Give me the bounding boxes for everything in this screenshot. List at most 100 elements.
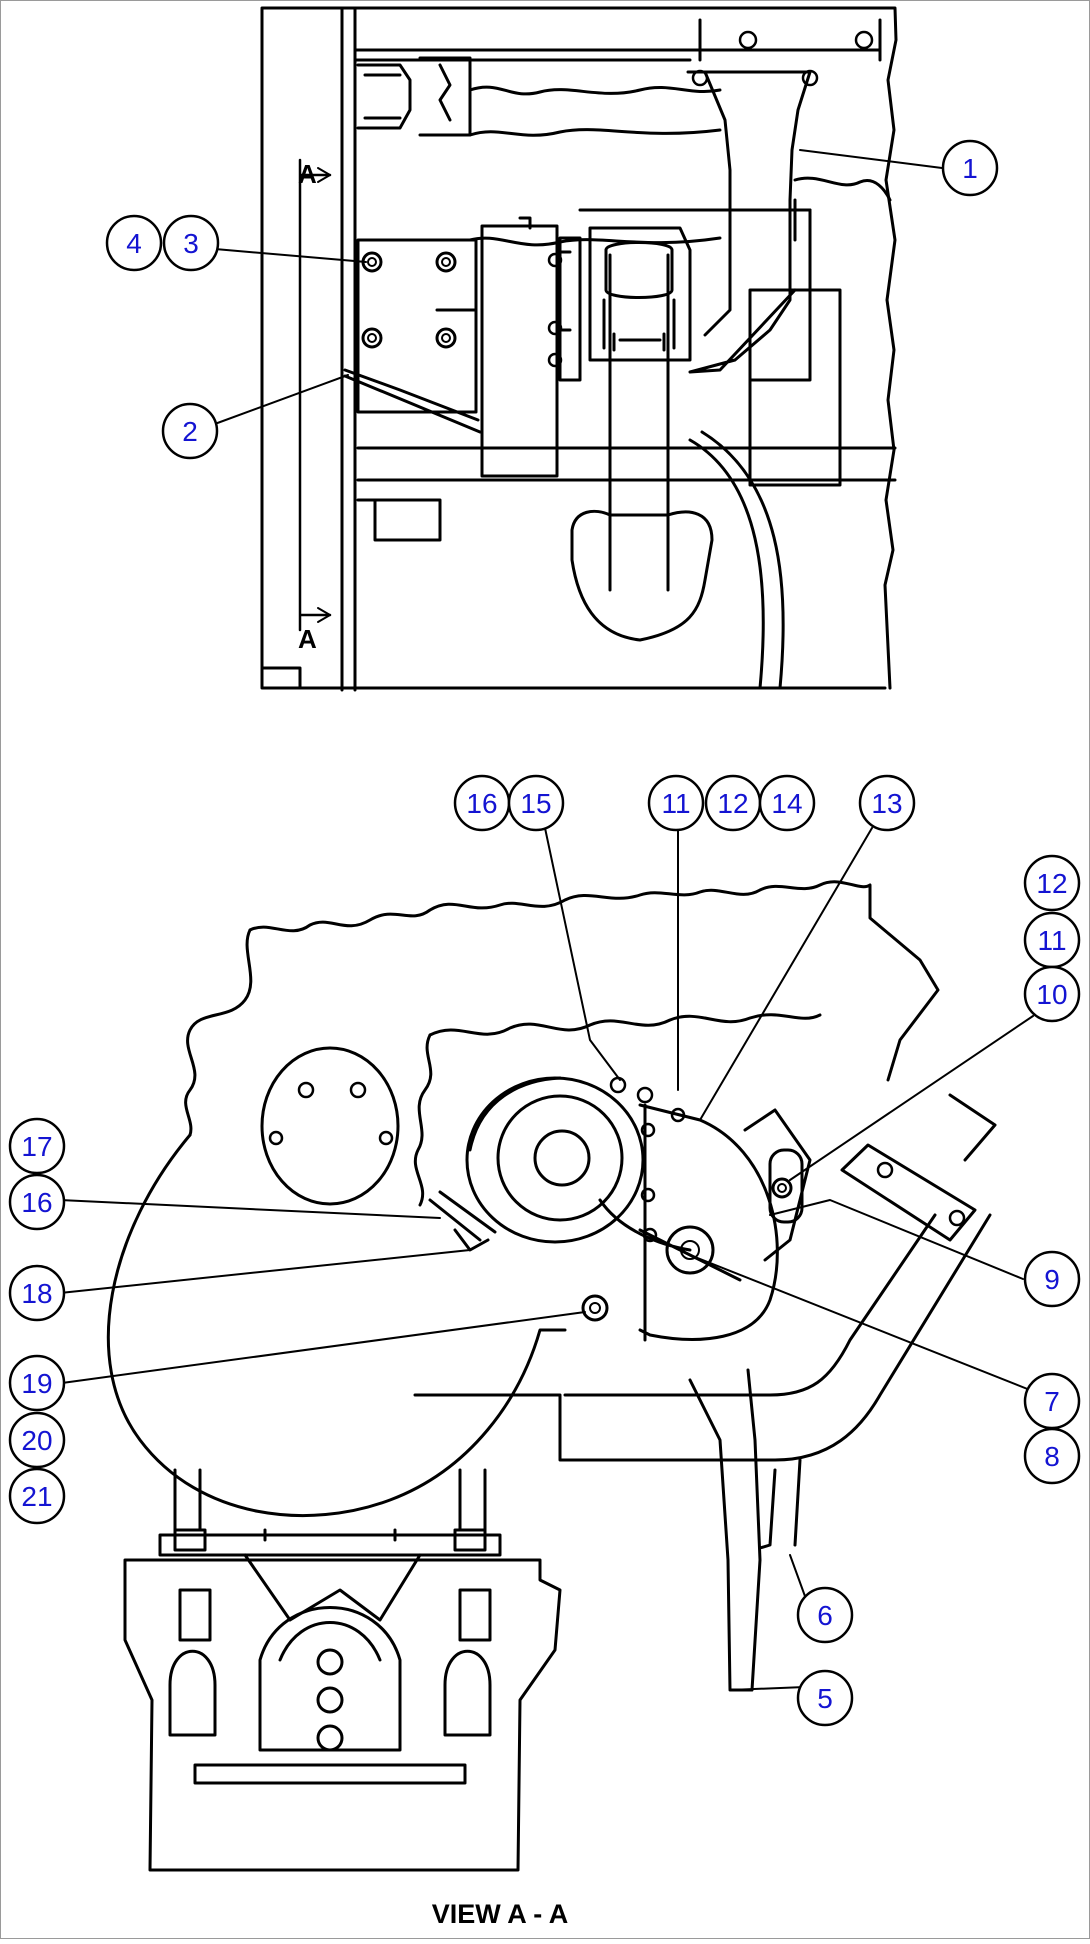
callout-5: 5 [796,1669,854,1727]
callout-7: 7 [1023,1372,1081,1430]
callout-21: 21 [8,1467,66,1525]
callout-number: 14 [771,788,802,819]
callout-1: 1 [941,139,999,197]
callout-number: 3 [183,228,199,259]
leader-2 [211,374,349,426]
right-pipe [563,1213,992,1462]
leader-1 [799,149,943,169]
callout-11: 11 [647,774,705,832]
vertical-tube [604,241,674,592]
callout-circle [1023,1250,1081,1308]
callout-number: 21 [21,1481,52,1512]
wavy-break-upper [468,85,722,247]
tank [106,1133,567,1518]
callout-circle [8,1354,66,1412]
callout-20: 20 [8,1411,66,1469]
hanging-pipe-6 [758,1458,802,1550]
callout-18: 18 [8,1264,66,1322]
callout-number: 6 [817,1600,833,1631]
callout-circle [507,774,565,832]
callout-6: 6 [796,1586,854,1644]
callout-number: 15 [520,788,551,819]
callout-circle [1023,1427,1081,1485]
callout-number: 16 [21,1187,52,1218]
callout-12: 12 [704,774,762,832]
leader-5 [729,1686,806,1691]
callout-number: 8 [1044,1441,1060,1472]
callout-number: 19 [21,1368,52,1399]
callout-number: 1 [962,153,978,184]
view-caption: VIEW A - A [431,1899,569,1929]
callout-circle [161,402,219,460]
alternator-pulley [496,1094,624,1222]
callout-9: 9 [1023,1250,1081,1308]
callout-circle [8,1264,66,1322]
callout-11: 11 [1023,911,1081,969]
callout-19: 19 [8,1354,66,1412]
callout-circle [941,139,999,197]
leader-9 [769,1199,1024,1280]
callout-16: 16 [453,774,511,832]
callout-circle [1023,965,1081,1023]
torn-inner [413,1013,822,1207]
curved-hose [688,430,785,690]
callout-number: 17 [21,1131,52,1162]
callout-circle [8,1411,66,1469]
center-box [480,224,559,478]
callout-4: 4 [105,214,163,272]
leader-16b [59,1199,441,1219]
callout-12: 12 [1023,854,1081,912]
callout-circle [796,1586,854,1644]
cylinder-frame [558,208,812,382]
pipe-clamp [840,1093,997,1242]
torn-region [184,880,940,1137]
housing-outline [260,6,898,690]
leader-19 [61,1311,586,1384]
adjuster-stud [428,1190,497,1252]
wavy-break-right [793,176,892,242]
callout-circle [1023,854,1081,912]
callout-number: 13 [871,788,902,819]
bracket-line [343,368,480,422]
inspection-cover [260,1046,400,1206]
lower-pulley [665,1225,715,1275]
callout-number: 16 [466,788,497,819]
callout-circle [796,1669,854,1727]
callout-number: 12 [1036,868,1067,899]
callout-number: 4 [126,228,142,259]
adjuster-bracket [743,1108,812,1262]
top-bar [353,18,882,62]
leader-18 [59,1249,471,1294]
callout-number: 12 [717,788,748,819]
callout-circle [758,774,816,832]
callout-17: 17 [8,1117,66,1175]
callout-circle [8,1467,66,1525]
callout-number: 11 [1037,925,1066,956]
top-view [211,6,943,692]
pivot-bolt [581,1294,609,1322]
callout-circle [162,214,220,272]
callout-14: 14 [758,774,816,832]
right-panel [748,208,842,487]
section-line [298,158,332,632]
callout-number: 7 [1044,1386,1060,1417]
callout-number: 18 [21,1278,52,1309]
section-mark-top: A [298,159,317,189]
callout-number: 5 [817,1683,833,1714]
callout-3: 3 [162,214,220,272]
leader-3 [214,248,367,263]
callout-circle [8,1173,66,1231]
callout-number: 10 [1036,979,1067,1010]
bottom-rail [356,446,897,542]
callout-circle [647,774,705,832]
mount-plate [356,238,478,414]
hanging-pipe-5 [688,1368,762,1692]
left-rail [260,6,357,692]
callout-number: 20 [21,1425,52,1456]
section-view [59,827,1034,1872]
callout-8: 8 [1023,1427,1081,1485]
leader-13 [699,827,873,1121]
